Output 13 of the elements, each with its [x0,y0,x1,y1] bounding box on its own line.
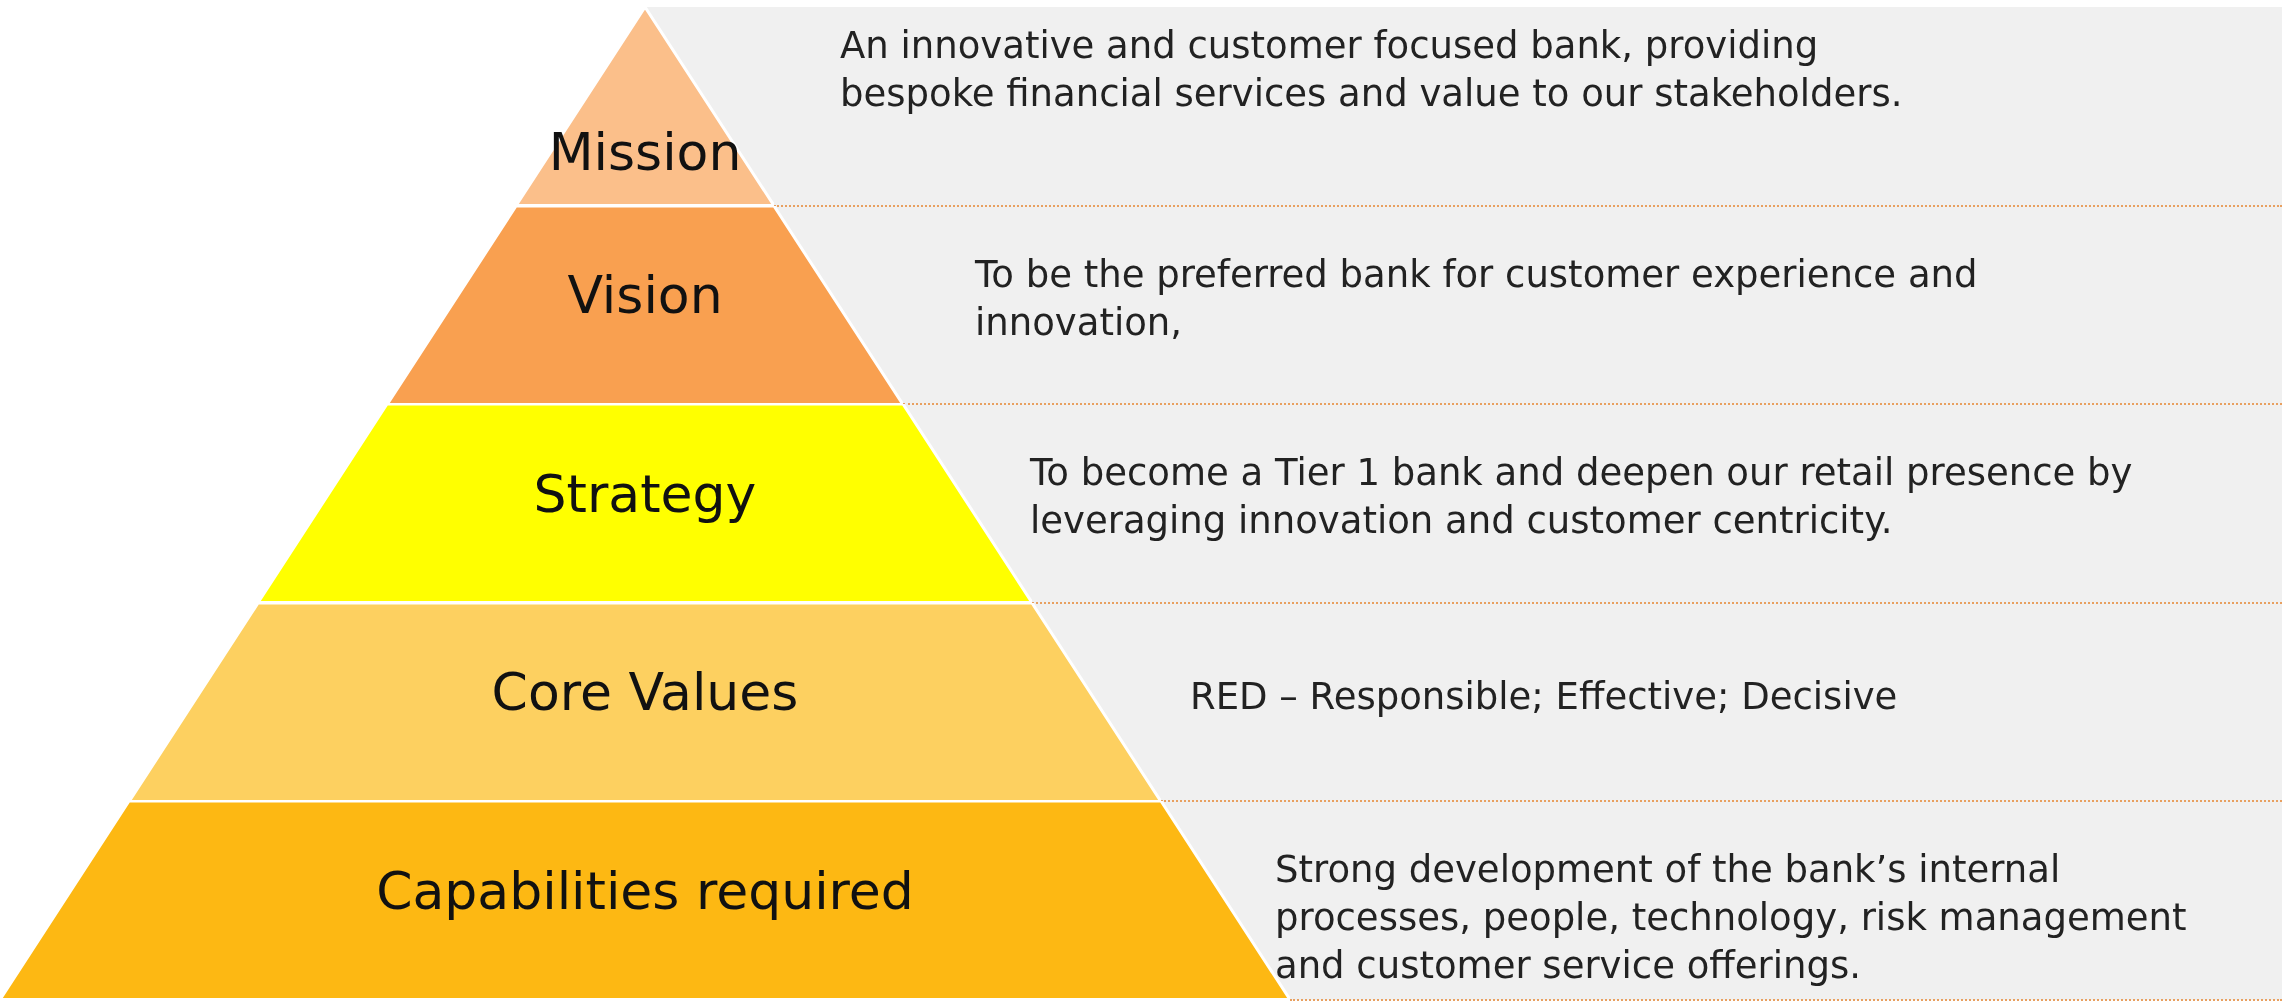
layer-title: Strategy [532,463,758,524]
description-text: Strong development of the bank’s internal processes, people, technology, risk management and customer service offerings. [1275,847,2188,990]
pyramid-layer [258,404,1032,603]
description-text: To become a Tier 1 bank and deepen our retail presence by leveraging innovation and customer centricity. [1030,450,2134,545]
description-text: An innovative and customer focused bank, providing bespoke financial services and value to our stakeholders. [840,23,1904,117]
layer-title: Core Values [490,662,800,723]
description-text: To be the preferred bank for customer experience and innovation, [975,251,1979,346]
layer-title: Vision [566,265,724,326]
layer-title: Mission [547,122,743,183]
description-text: RED – Responsible; Effective; Decisive [1190,673,1899,720]
pyramid-layer [387,205,903,405]
pyramid-layer [129,602,1161,802]
pyramid-layer [516,7,774,206]
